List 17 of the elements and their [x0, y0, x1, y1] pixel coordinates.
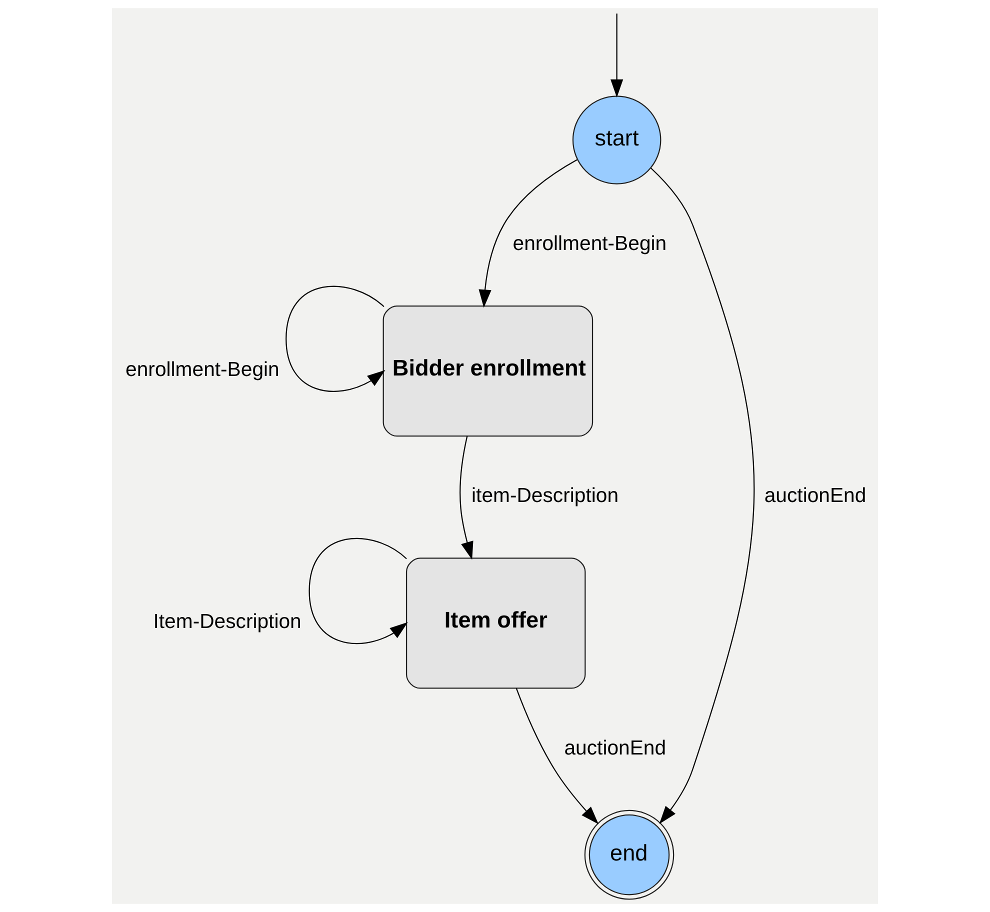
edge-label: auctionEnd — [564, 737, 666, 760]
edge-label: auctionEnd — [764, 485, 866, 508]
node-box: Item offer — [406, 558, 586, 689]
edge-label: enrollment-Begin — [512, 232, 667, 255]
node-circle: end — [584, 810, 674, 900]
node-box: Bidder enrollment — [382, 306, 594, 437]
edge-label: enrollment-Begin — [126, 359, 280, 382]
arrow — [308, 538, 408, 644]
arrow — [610, 14, 624, 98]
arrow — [460, 436, 474, 560]
arrow — [286, 286, 386, 392]
edge-label: Item-Description — [153, 611, 302, 634]
node-circle: start — [572, 96, 662, 184]
arrow — [516, 688, 599, 824]
arrow — [650, 168, 755, 824]
edge-label: item-Description — [472, 485, 619, 508]
arrow — [478, 159, 578, 308]
